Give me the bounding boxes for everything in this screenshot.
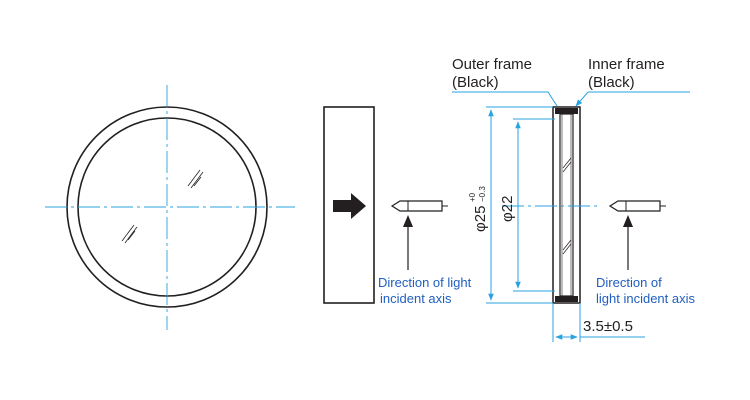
arrow-right-icon	[333, 193, 366, 219]
inner-frame-leader-arrow	[575, 91, 589, 107]
direction-label-left-line1: Direction of light	[378, 275, 472, 290]
glass-hatch-side	[562, 157, 572, 255]
outer-frame-shape	[552, 106, 581, 304]
outer-diameter-label: φ25	[472, 206, 489, 232]
pointer-arrow-icon	[623, 215, 633, 227]
incident-axis-symbol-right	[608, 200, 666, 270]
dimension-thickness	[552, 303, 645, 342]
frame-callouts	[452, 91, 690, 107]
dimension-outer-diameter	[486, 106, 553, 304]
outer-frame-label: Outer frame	[452, 56, 532, 73]
inner-frame-bottom	[555, 296, 578, 302]
inner-frame-top	[555, 108, 578, 114]
glass-hatch-upper	[187, 169, 204, 189]
box-outline	[323, 106, 375, 304]
front-view	[45, 85, 295, 330]
dimension-inner-diameter	[513, 118, 555, 292]
inner-frame-label: Inner frame	[588, 56, 665, 73]
direction-label-right-line2: light incident axis	[596, 291, 695, 306]
inner-frame-color-label: (Black)	[588, 74, 635, 91]
outer-frame-leader	[452, 91, 558, 107]
outer-diameter-tol-upper: +0	[468, 192, 477, 202]
pointer-arrow-icon	[403, 215, 413, 227]
glass-hatch-lower	[121, 224, 138, 244]
incident-axis-symbol-left	[390, 200, 448, 270]
outer-diameter-tol-lower: −0.3	[478, 186, 487, 202]
glass-plate	[559, 113, 574, 297]
outer-frame-color-label: (Black)	[452, 74, 499, 91]
thickness-label: 3.5±0.5	[583, 318, 633, 335]
outer-diameter-label-group: φ25 +0 −0.3	[468, 186, 489, 232]
direction-label-right-line1: Direction of	[596, 275, 662, 290]
section-view	[502, 106, 600, 304]
inner-diameter-label: φ22	[499, 196, 516, 222]
direction-label-left-line2: incident axis	[380, 291, 452, 306]
light-direction-box	[323, 106, 375, 304]
